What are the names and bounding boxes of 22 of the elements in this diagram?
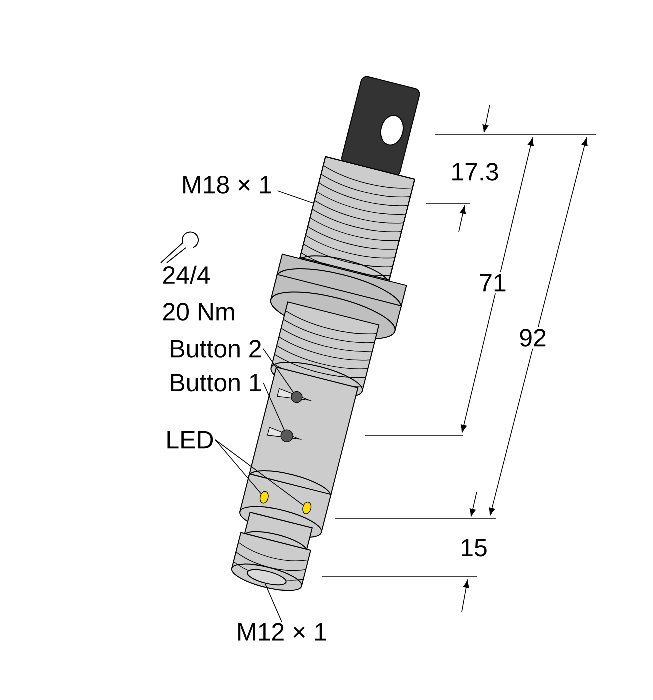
leader-line [215,440,304,506]
callout-text: Button 2 [171,340,262,358]
connector-face [247,569,287,586]
leader-line [277,190,314,204]
dimension-label: 92 [517,327,549,349]
push-button [291,391,303,404]
led-light [302,502,312,514]
leader-line [215,440,262,494]
callout-text: Button 1 [171,374,262,392]
callout-text: M12 × 1 [238,623,326,641]
dimension-label: 17.3 [448,161,502,183]
torque-label: 20 Nm [160,301,238,323]
dimension-label: 71 [477,272,509,294]
leader-line [263,348,294,393]
dimension-label: 15 [458,537,490,559]
push-button [280,430,294,442]
led-light [260,491,269,504]
callout-text: M18 × 1 [184,176,272,194]
callout-text: LED [168,431,214,449]
leader-line [263,382,285,431]
torque-label: 24/4 [160,264,213,286]
leader-line [264,583,282,622]
